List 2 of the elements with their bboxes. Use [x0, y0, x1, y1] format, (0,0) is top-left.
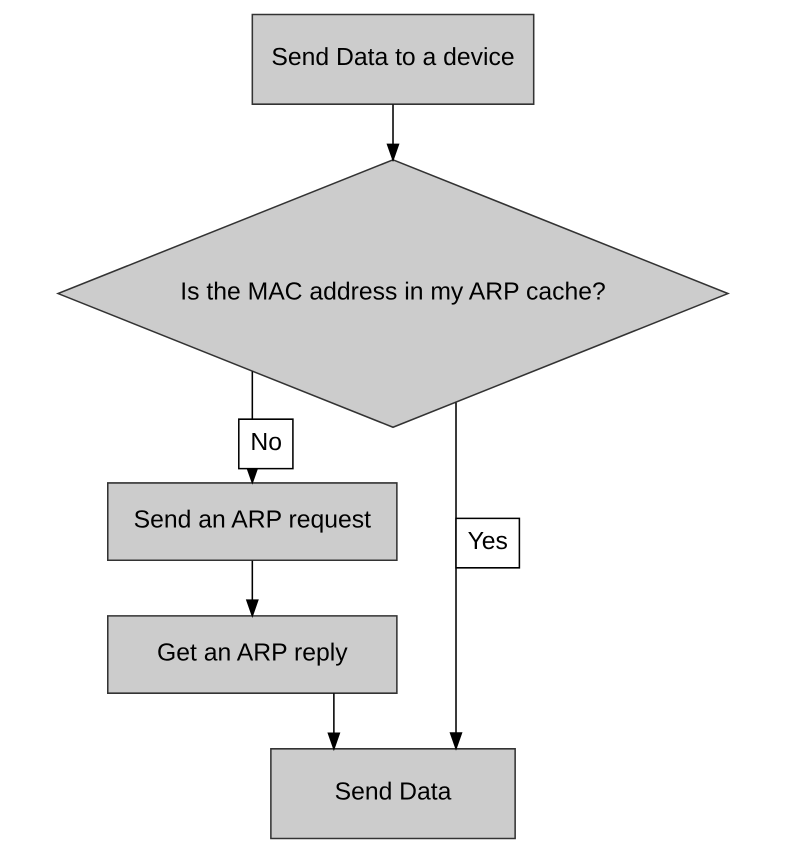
edge-label: No	[250, 428, 282, 456]
edge-label: Yes	[468, 528, 508, 555]
